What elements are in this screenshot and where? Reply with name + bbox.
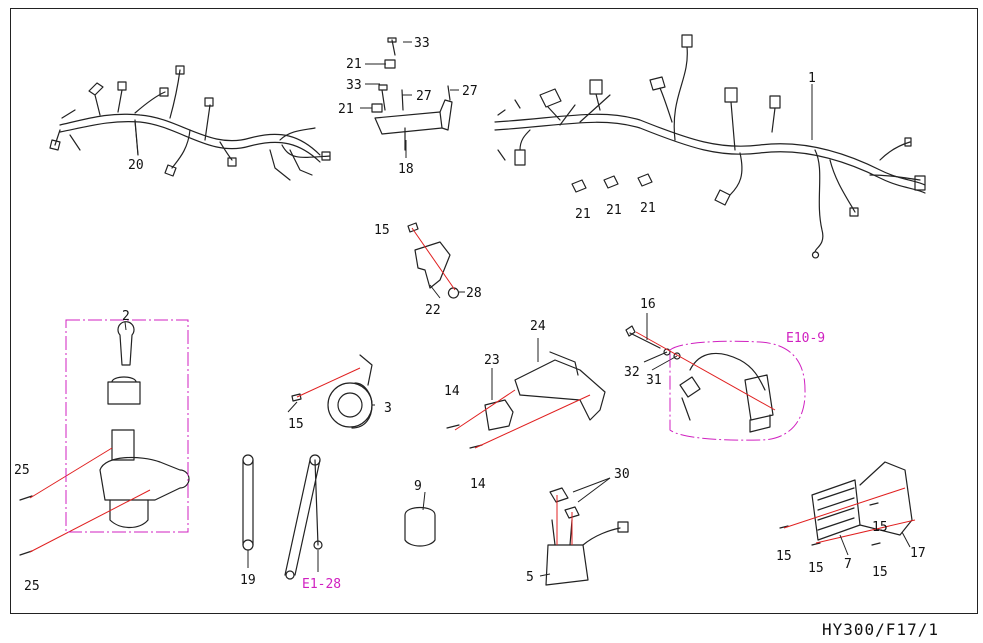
label-part-22: 22 <box>425 303 441 318</box>
label-part-33-mid: 33 <box>346 78 362 93</box>
label-part-30: 30 <box>614 467 630 482</box>
label-part-27-right: 27 <box>462 84 478 99</box>
label-part-15-reg-bottom: 15 <box>872 565 888 580</box>
label-part-25-top: 25 <box>14 463 30 478</box>
label-part-1: 1 <box>808 71 816 86</box>
right-wiring-harness <box>494 34 926 259</box>
label-part-19: 19 <box>240 573 256 588</box>
label-part-28: 28 <box>466 286 482 301</box>
label-part-14-bottom: 14 <box>470 477 486 492</box>
callout-lines <box>124 41 911 577</box>
label-part-15-horn: 15 <box>288 417 304 432</box>
reference-outlines <box>65 319 806 533</box>
straps <box>242 454 323 580</box>
reference-e10-9: E10-9 <box>786 331 825 346</box>
label-part-24: 24 <box>530 319 546 334</box>
harness-clips <box>571 173 653 193</box>
harness-bracket <box>371 37 453 151</box>
label-part-15-reg-top: 15 <box>872 520 888 535</box>
reference-e1-28: E1-28 <box>302 577 341 592</box>
label-part-21-clip-c: 21 <box>640 201 656 216</box>
label-part-27-left: 27 <box>416 89 432 104</box>
regulator-rectifier <box>779 461 913 546</box>
label-part-7: 7 <box>844 557 852 572</box>
diagram-code: HY300/F17/1 <box>822 620 939 639</box>
rubber-cap <box>404 506 436 547</box>
label-part-15-reg-mid: 15 <box>808 561 824 576</box>
label-part-21-clip-a: 21 <box>575 207 591 222</box>
label-part-2: 2 <box>122 309 130 324</box>
diagram-frame <box>10 8 978 614</box>
label-part-9: 9 <box>414 479 422 494</box>
horn <box>291 354 373 429</box>
label-part-15-reg-left: 15 <box>776 549 792 564</box>
bolt-and-rectifier-group <box>625 325 774 433</box>
label-part-17: 17 <box>910 546 926 561</box>
label-part-21-top: 21 <box>346 57 362 72</box>
leader-lines <box>29 227 916 553</box>
label-part-31: 31 <box>646 373 662 388</box>
label-part-21-clip-b: 21 <box>606 203 622 218</box>
relay-bracket <box>446 351 606 449</box>
label-part-3: 3 <box>384 401 392 416</box>
label-part-32: 32 <box>624 365 640 380</box>
horn-bracket <box>407 222 460 299</box>
label-part-5: 5 <box>526 570 534 585</box>
label-part-15-bracket: 15 <box>374 223 390 238</box>
label-part-14-top: 14 <box>444 384 460 399</box>
label-part-33-top: 33 <box>414 36 430 51</box>
label-part-25-bottom: 25 <box>24 579 40 594</box>
left-wiring-harness <box>49 65 331 181</box>
label-part-20: 20 <box>128 158 144 173</box>
ignition-switch <box>19 321 190 556</box>
label-part-18: 18 <box>398 162 414 177</box>
label-part-23: 23 <box>484 353 500 368</box>
label-part-16: 16 <box>640 297 656 312</box>
callout-labels: 1 20 18 33 21 33 21 27 27 21 21 21 15 22… <box>14 36 926 594</box>
starter-relay <box>545 487 629 586</box>
label-part-21-mid: 21 <box>338 102 354 117</box>
